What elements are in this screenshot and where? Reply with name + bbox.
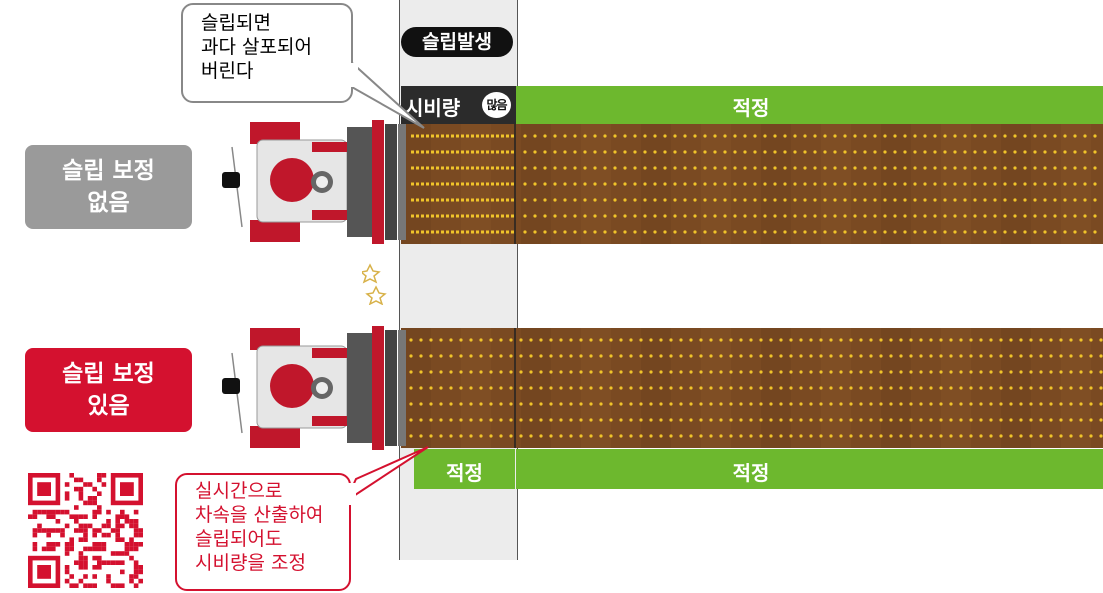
label-without-line1: 슬립 보정 — [62, 158, 155, 184]
label-with-line1: 슬립 보정 — [62, 361, 155, 387]
fertilizer-amount-label: 시비량 — [405, 96, 461, 120]
tractor-icon-top — [222, 120, 406, 244]
bubble-top-line1: 슬립되면 — [201, 12, 271, 34]
bubble-top-line2: 과다 살포되어 — [201, 36, 312, 58]
tractor-icon-bottom — [222, 326, 406, 450]
bottom-band-left-label: 적정 — [446, 461, 483, 485]
label-without-correction: 슬립 보정 없음 — [25, 145, 192, 229]
bubble-bottom-line4: 시비량을 조정 — [195, 552, 306, 574]
top-band-optimal-label: 적정 — [732, 96, 770, 120]
badge-much: 많음 — [482, 92, 511, 118]
speech-bubble-bottom: 실시간으로 차속을 산출하여 슬립되어도 시비량을 조정 — [175, 473, 351, 591]
slip-occurred-pill: 슬립발생 — [401, 27, 513, 57]
bubble-bottom-line2: 차속을 산출하여 — [195, 504, 324, 526]
label-without-line2: 없음 — [87, 190, 130, 216]
bubble-top-line3: 버린다 — [201, 60, 254, 82]
bubble-bottom-line1: 실시간으로 — [195, 480, 283, 502]
top-band-dark: 시비량 많음 — [401, 86, 516, 124]
soil-field-bottom — [401, 328, 1103, 448]
bubble-bottom-line3: 슬립되어도 — [195, 528, 283, 550]
bottom-band-green-right: 적정 — [516, 449, 1103, 489]
label-with-correction: 슬립 보정 있음 — [25, 348, 192, 432]
speech-bubble-top: 슬립되면 과다 살포되어 버린다 — [181, 3, 353, 103]
label-with-line2: 있음 — [87, 393, 130, 419]
top-band-green: 적정 — [516, 86, 1103, 124]
soil-field-top — [401, 124, 1103, 244]
bottom-band-right-label: 적정 — [732, 461, 770, 485]
qr-code-icon[interactable] — [28, 473, 152, 591]
bottom-band-green-left: 적정 — [414, 449, 515, 489]
sparkle-icon — [362, 263, 387, 305]
